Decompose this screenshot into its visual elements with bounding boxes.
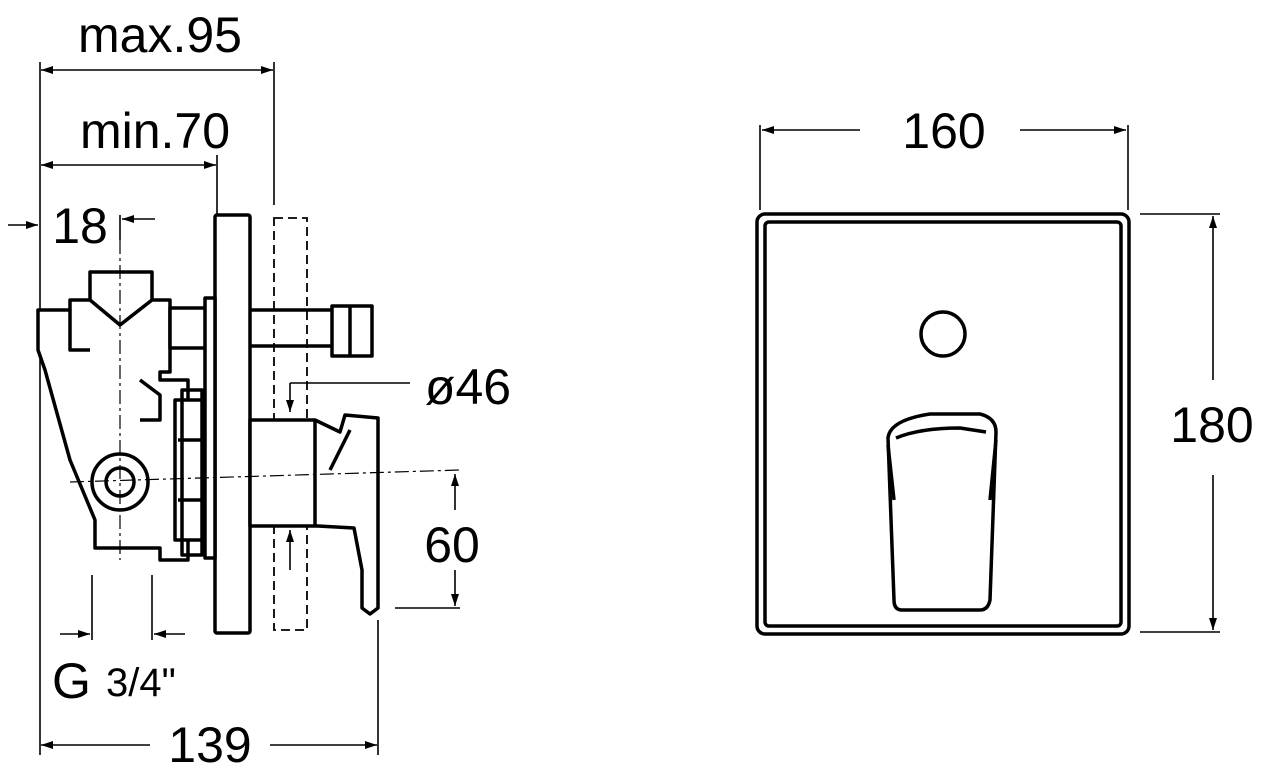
lever-front-right-edge <box>988 439 998 501</box>
front-view: 160 180 <box>755 103 1254 636</box>
dim-label-thread-fraction: 3/4" <box>106 661 176 705</box>
lever-shadow-line <box>328 429 352 471</box>
cartridge-inner <box>180 388 204 557</box>
dim-label-60: 60 <box>424 517 480 573</box>
dim-label-d46: ø46 <box>425 359 511 415</box>
spindle-cap <box>330 304 374 358</box>
dim-label-total: 139 <box>168 717 251 773</box>
dim-label-width: 160 <box>902 103 985 159</box>
valve-detail-a <box>138 378 162 422</box>
lever-front <box>886 412 998 612</box>
valve-body <box>36 270 190 562</box>
lever-front-left-edge <box>886 444 896 501</box>
dim-label-offset: 18 <box>52 198 108 254</box>
side-view: max.95 min.70 18 <box>8 7 511 773</box>
diverter-button <box>919 310 967 358</box>
dim-label-max: max.95 <box>78 7 242 63</box>
wall-plate-side <box>213 213 252 635</box>
wall-plate-back <box>203 296 217 560</box>
dim-label-min: min.70 <box>80 103 230 159</box>
valve-inlet <box>68 310 90 352</box>
cover-plate-inner-edge <box>763 220 1123 628</box>
centerline-horizontal <box>69 469 461 483</box>
dim-label-height: 180 <box>1170 397 1253 453</box>
lever-front-top-highlight <box>895 426 987 440</box>
dim-label-thread: G <box>52 653 91 709</box>
dim-label-total-bg <box>150 715 270 765</box>
